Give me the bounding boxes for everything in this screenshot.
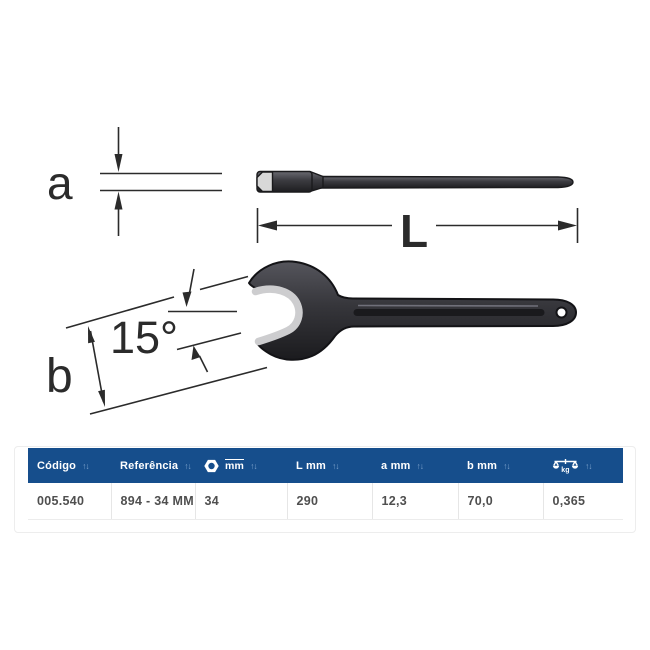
- angle-reference-lines: [168, 275, 249, 351]
- column-label-b-mm: b mm: [467, 459, 498, 472]
- column-header-size[interactable]: mm ↑↓: [195, 448, 287, 483]
- jaw-face-highlight: [251, 285, 303, 346]
- sort-arrows-icon[interactable]: ↑↓: [250, 460, 257, 471]
- wrench-side-view: [256, 170, 574, 193]
- angle-arrows: [182, 268, 209, 373]
- dim-b-arrow: [88, 326, 105, 407]
- spec-table: Código ↑↓ Referência ↑↓: [28, 448, 623, 520]
- column-header-a-mm[interactable]: a mm ↑↓: [372, 448, 458, 483]
- handle-hole: [555, 306, 568, 319]
- spec-table-card: Código ↑↓ Referência ↑↓: [14, 446, 636, 533]
- column-label-referencia: Referência: [120, 459, 179, 472]
- column-header-b-mm[interactable]: b mm ↑↓: [458, 448, 543, 483]
- cell-weight-kg: 0,365: [542, 483, 623, 520]
- dim-l-label: L: [400, 205, 428, 257]
- dim-b-label: b: [46, 350, 73, 403]
- sort-arrows-icon[interactable]: ↑↓: [585, 460, 592, 471]
- scale-kg-label: kg: [561, 466, 570, 473]
- cell-l-mm: 290: [286, 483, 372, 520]
- column-label-size-mm: mm: [225, 459, 245, 473]
- side-view-drawing: a: [47, 127, 579, 257]
- dim-a-extension-lines: [100, 172, 222, 192]
- column-header-l-mm[interactable]: L mm ↑↓: [287, 448, 372, 483]
- technical-drawing: a: [46, 127, 579, 415]
- sort-arrows-icon[interactable]: ↑↓: [416, 460, 424, 471]
- column-label-a-mm: a mm: [381, 459, 411, 472]
- scale-kg-icon: kg: [552, 458, 579, 473]
- dim-a-label: a: [47, 157, 73, 209]
- angle-label: 15°: [110, 312, 178, 363]
- column-header-weight[interactable]: kg ↑↓: [543, 448, 623, 483]
- column-header-codigo[interactable]: Código ↑↓: [28, 448, 111, 483]
- wrench-top-view: [248, 260, 577, 361]
- spec-table-header-row: Código ↑↓ Referência ↑↓: [28, 448, 623, 483]
- dim-b-extension-lines: [65, 296, 268, 415]
- hex-nut-icon: [204, 459, 219, 472]
- head-view-drawing: b 15°: [46, 260, 577, 415]
- column-header-referencia[interactable]: Referência ↑↓: [111, 448, 195, 483]
- cell-codigo: 005.540: [28, 483, 111, 520]
- cell-b-mm: 70,0: [457, 483, 543, 520]
- cell-size-mm: 34: [194, 483, 287, 520]
- sort-arrows-icon[interactable]: ↑↓: [503, 460, 510, 471]
- dim-a-arrows: [114, 127, 123, 236]
- sort-arrows-icon[interactable]: ↑↓: [184, 460, 191, 471]
- sort-arrows-icon[interactable]: ↑↓: [82, 460, 89, 471]
- wrench-tip-chamfer: [256, 171, 274, 193]
- sort-arrows-icon[interactable]: ↑↓: [331, 460, 339, 471]
- spec-table-row: 005.540 894 - 34 MM 34 290 12,3 70,0 0,3…: [28, 483, 623, 520]
- cell-a-mm: 12,3: [371, 483, 458, 520]
- column-label-codigo: Código: [37, 459, 77, 472]
- dim-l: L: [256, 205, 579, 257]
- column-label-l-mm: L mm: [296, 459, 326, 472]
- handle-highlight: [357, 304, 539, 307]
- cell-referencia: 894 - 34 MM: [110, 483, 195, 520]
